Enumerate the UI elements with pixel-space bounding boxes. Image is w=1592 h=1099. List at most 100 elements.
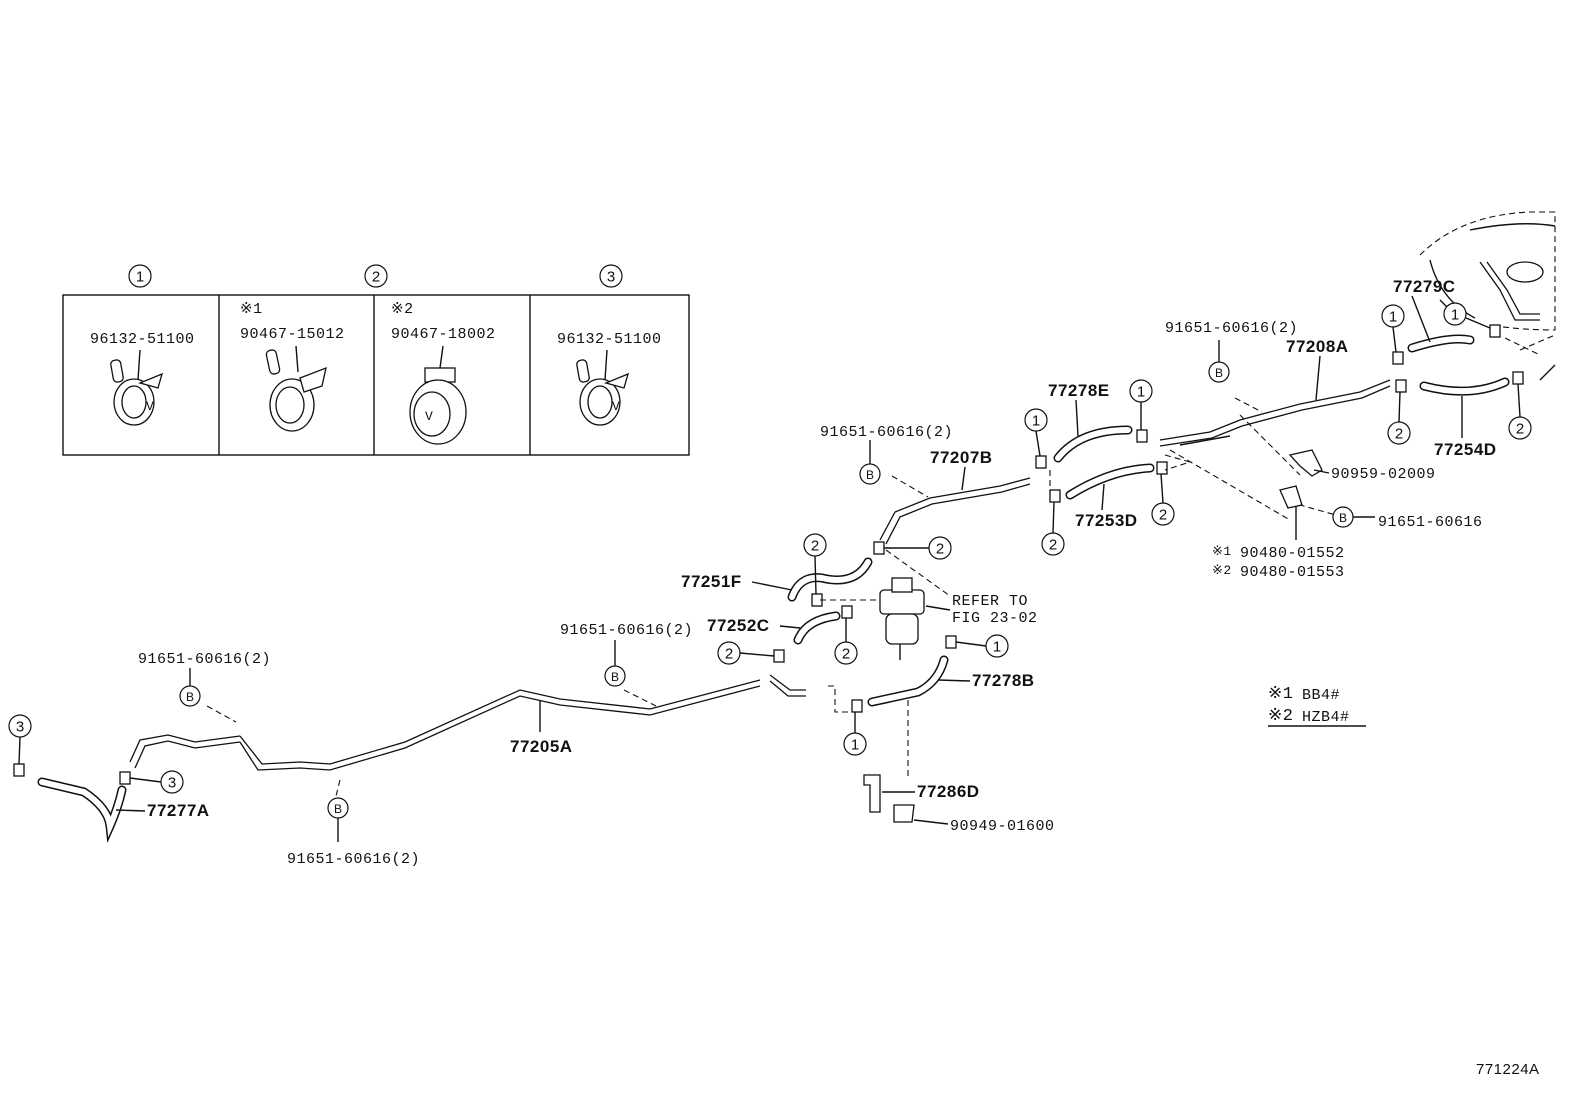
legend-box3-part: 90467-18002 bbox=[391, 326, 496, 343]
label-77251F: 77251F bbox=[681, 572, 742, 591]
svg-text:B: B bbox=[611, 670, 619, 684]
callout-2: 2 bbox=[803, 533, 827, 595]
callout-1: 1 bbox=[955, 634, 1009, 658]
label-77253D: 77253D bbox=[1075, 511, 1138, 530]
fuel-pipe-77208A bbox=[1159, 379, 1391, 447]
clamp-90467-15012-icon bbox=[265, 345, 327, 432]
svg-text:1: 1 bbox=[1451, 307, 1459, 324]
callout-2: 2 bbox=[1151, 473, 1175, 526]
svg-text:1: 1 bbox=[1032, 413, 1040, 430]
label-77208A: 77208A bbox=[1286, 337, 1349, 356]
callout-b: B bbox=[604, 640, 626, 687]
label-90959-02009: 90959-02009 bbox=[1331, 466, 1436, 483]
engine1-code: BB4# bbox=[1302, 687, 1340, 704]
callout-2: 2 bbox=[1387, 391, 1411, 445]
line-clamps bbox=[13, 324, 1524, 785]
svg-text:V: V bbox=[425, 409, 433, 424]
note-2-mark: ※2 bbox=[1212, 563, 1232, 578]
label-77277A: 77277A bbox=[147, 801, 210, 820]
svg-text:V: V bbox=[612, 399, 620, 414]
svg-text:2: 2 bbox=[725, 646, 733, 663]
figure-id: 771224A bbox=[1476, 1061, 1540, 1078]
svg-text:1: 1 bbox=[993, 639, 1001, 656]
label-91651-60616-2-far: 91651-60616(2) bbox=[138, 651, 271, 668]
label-91651-60616-2-top: 91651-60616(2) bbox=[1165, 320, 1298, 337]
clamp-96132-icon: V bbox=[110, 349, 163, 426]
legend-header-2-text: 2 bbox=[372, 269, 380, 286]
label-91651-60616-2-bottom: 91651-60616(2) bbox=[287, 851, 420, 868]
svg-text:1: 1 bbox=[1137, 384, 1145, 401]
svg-text:2: 2 bbox=[1159, 507, 1167, 524]
label-91651-60616: 91651-60616 bbox=[1378, 514, 1483, 531]
bracket-90959-02009 bbox=[1279, 449, 1323, 509]
label-90949-01600: 90949-01600 bbox=[950, 818, 1055, 835]
callout-circles: 1 1 1 1 1 1 2 2 2 2 2 2 2 2 3 3 B B B B … bbox=[8, 302, 1532, 842]
bracket-77286D bbox=[863, 774, 915, 823]
clamp-90467-18002-icon: V bbox=[409, 345, 467, 445]
svg-text:1: 1 bbox=[1389, 309, 1397, 326]
label-77254D: 77254D bbox=[1434, 440, 1497, 459]
label-90480-01552: 90480-01552 bbox=[1240, 545, 1345, 562]
label-90480-01553: 90480-01553 bbox=[1240, 564, 1345, 581]
engine2-mark: ※2 bbox=[1268, 707, 1293, 726]
svg-text:2: 2 bbox=[1516, 421, 1524, 438]
legend-box4-part: 96132-51100 bbox=[557, 331, 662, 348]
svg-text:B: B bbox=[1339, 511, 1347, 525]
label-77278B: 77278B bbox=[972, 671, 1035, 690]
fuel-pipe-77205A bbox=[129, 679, 761, 771]
callout-1: 1 bbox=[1443, 302, 1491, 329]
legend-border bbox=[62, 294, 690, 456]
svg-text:B: B bbox=[1215, 366, 1223, 380]
legend-header-1-text: 1 bbox=[136, 269, 144, 286]
callout-2: 2 bbox=[884, 536, 952, 560]
label-77205A: 77205A bbox=[510, 737, 573, 756]
label-91651-60616-2-mid: 91651-60616(2) bbox=[820, 424, 953, 441]
label-77207B: 77207B bbox=[930, 448, 993, 467]
svg-text:2: 2 bbox=[1049, 537, 1057, 554]
svg-text:B: B bbox=[186, 690, 194, 704]
legend-box1-part: 96132-51100 bbox=[90, 331, 195, 348]
callout-1: 1 bbox=[1024, 408, 1048, 457]
clamp-legend-table: 1 2 3 96132-51100 ※1 90467-15012 ※2 9046… bbox=[62, 264, 690, 456]
callout-1: 1 bbox=[1381, 304, 1405, 353]
legend-header-3 bbox=[599, 264, 623, 288]
svg-text:V: V bbox=[146, 399, 154, 414]
part-labels: 77279C 77208A 91651-60616(2) 77278E 9165… bbox=[115, 277, 1497, 868]
legend-box2-note: ※1 bbox=[240, 301, 263, 318]
svg-text:2: 2 bbox=[811, 538, 819, 555]
callout-2: 2 bbox=[1508, 383, 1532, 440]
callout-b: B bbox=[179, 668, 201, 707]
callout-3: 3 bbox=[8, 714, 32, 765]
refer-fig-text: FIG 23-02 bbox=[952, 610, 1038, 627]
svg-text:3: 3 bbox=[16, 719, 24, 736]
legend-header-2 bbox=[364, 264, 388, 288]
svg-text:2: 2 bbox=[936, 541, 944, 558]
callout-1: 1 bbox=[1129, 379, 1153, 430]
callout-3: 3 bbox=[129, 770, 184, 794]
fuel-tank-outline bbox=[1419, 211, 1556, 381]
fuel-pipe-77207B bbox=[879, 477, 1031, 545]
dashed-leaders bbox=[206, 337, 1541, 801]
legend-box2-part: 90467-15012 bbox=[240, 326, 345, 343]
engine1-mark: ※1 bbox=[1268, 685, 1293, 704]
clamp-96132-icon-2: V bbox=[576, 349, 629, 426]
callout-b: B bbox=[327, 797, 349, 842]
engine2-code: HZB4# bbox=[1302, 709, 1350, 726]
note-1-mark: ※1 bbox=[1212, 544, 1232, 559]
legend-box3-note: ※2 bbox=[391, 301, 414, 318]
callout-b: B bbox=[859, 440, 881, 485]
legend-header-1 bbox=[128, 264, 152, 288]
callout-b: B bbox=[1332, 506, 1375, 528]
callout-2: 2 bbox=[717, 641, 775, 665]
svg-text:B: B bbox=[866, 468, 874, 482]
label-91651-60616-2-left: 91651-60616(2) bbox=[560, 622, 693, 639]
svg-text:2: 2 bbox=[842, 646, 850, 663]
svg-text:1: 1 bbox=[851, 737, 859, 754]
callout-2: 2 bbox=[1041, 501, 1065, 556]
fuel-filter bbox=[879, 577, 925, 660]
label-77252C: 77252C bbox=[707, 616, 770, 635]
svg-text:B: B bbox=[334, 802, 342, 816]
callout-2: 2 bbox=[834, 618, 858, 665]
label-77278E: 77278E bbox=[1048, 381, 1110, 400]
